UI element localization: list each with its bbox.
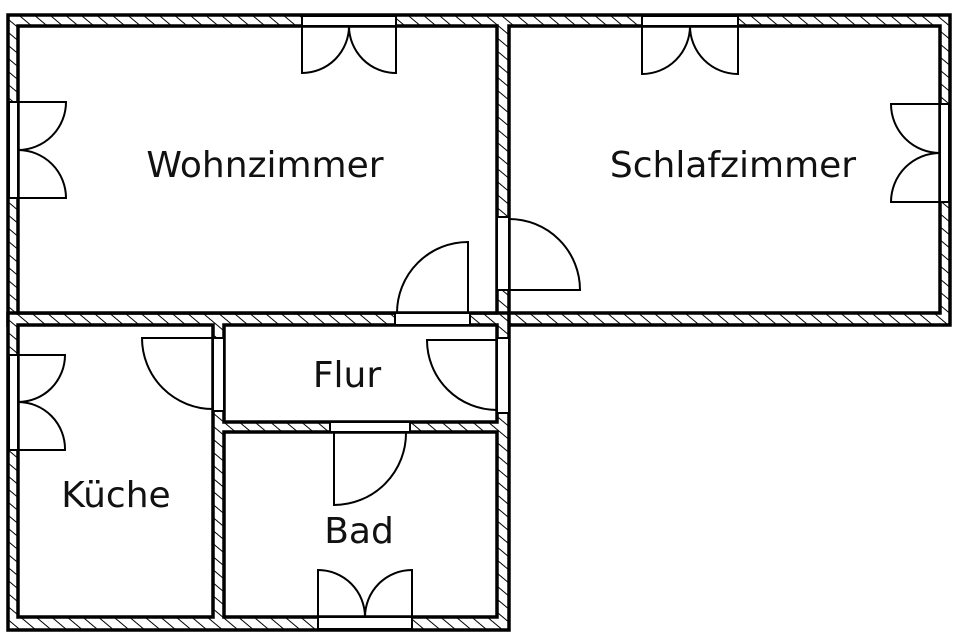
window-schlafzimmer-top [641, 25, 739, 76]
door-schlafzimmer [508, 218, 582, 291]
door-kueche [140, 337, 214, 410]
window-schlafzimmer-right [889, 103, 941, 203]
door-bad [333, 431, 408, 507]
label-bad: Bad [324, 511, 394, 552]
door-opening-kueche [212, 337, 225, 412]
room-wohnzimmer [16, 24, 499, 315]
label-schlafzimmer: Schlafzimmer [610, 145, 856, 186]
label-wohnzimmer: Wohnzimmer [146, 145, 383, 186]
window-opening-bad-bottom [317, 616, 413, 630]
door-flur [425, 339, 498, 411]
room-schlafzimmer [507, 24, 942, 315]
door-opening-wohnzimmer [394, 312, 471, 326]
window-kueche-left [17, 354, 67, 451]
door-opening-bad [329, 421, 411, 433]
window-opening-schlafzimmer-right [939, 103, 950, 203]
window-opening-kueche-left [8, 354, 19, 451]
window-opening-wohnzimmer-left [8, 101, 19, 199]
label-flur: Flur [313, 355, 382, 396]
label-kueche: Küche [61, 475, 170, 516]
door-opening-flur [496, 337, 510, 414]
door-wohnzimmer [396, 240, 469, 314]
window-wohnzimmer-top [301, 25, 397, 75]
window-wohnzimmer-left [17, 101, 68, 199]
window-opening-schlafzimmer-top [641, 15, 739, 27]
room-kueche [16, 323, 215, 619]
door-opening-schlafzimmer [496, 216, 510, 291]
window-opening-wohnzimmer-top [301, 15, 397, 27]
window-bad-bottom [317, 568, 413, 618]
